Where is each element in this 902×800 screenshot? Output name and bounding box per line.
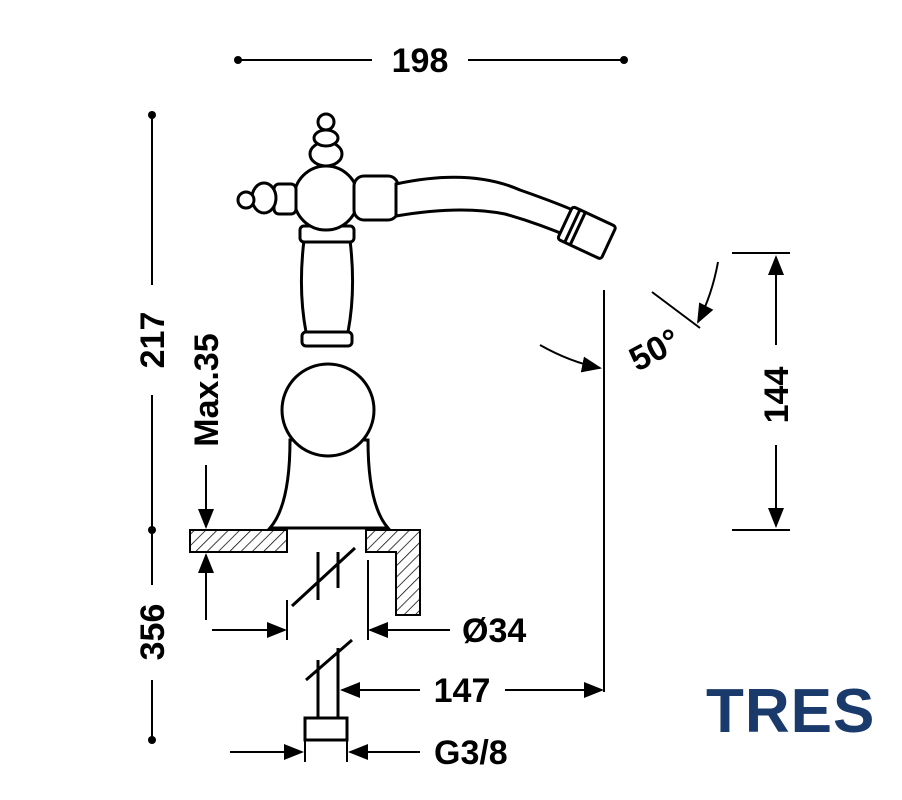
dimension-deck-thickness: Max.35 [188, 333, 226, 620]
dimension-width-total: 198 [234, 42, 628, 80]
dimension-below-deck-label: 356 [134, 604, 172, 661]
dimension-spout-angle-label: 50° [623, 321, 686, 379]
dimension-hole-diameter: Ø34 [212, 560, 526, 650]
dimension-connection: G3/8 [230, 734, 508, 772]
dimension-connection-label: G3/8 [434, 734, 508, 772]
countertop [189, 529, 421, 616]
dimension-hole-diameter-label: Ø34 [462, 612, 526, 650]
bidet-mixer [236, 112, 617, 742]
dimension-spout-reach: 147 [340, 290, 605, 710]
brand-logo: TRES [706, 677, 875, 746]
dimension-height-total-label: 217 [134, 312, 172, 369]
dimension-width-total-label: 198 [392, 42, 449, 80]
brand-logo-text: TRES [706, 677, 875, 746]
dimension-below-deck: 356 [134, 604, 172, 661]
dimension-spout-angle: 50° [539, 261, 719, 379]
dimension-height-to-outlet-label: 144 [758, 367, 796, 424]
dimension-height-total: 217 [134, 111, 172, 744]
dimension-height-to-outlet: 144 [732, 252, 796, 531]
dimension-deck-thickness-label: Max.35 [188, 333, 226, 446]
dimension-spout-reach-label: 147 [434, 672, 491, 710]
